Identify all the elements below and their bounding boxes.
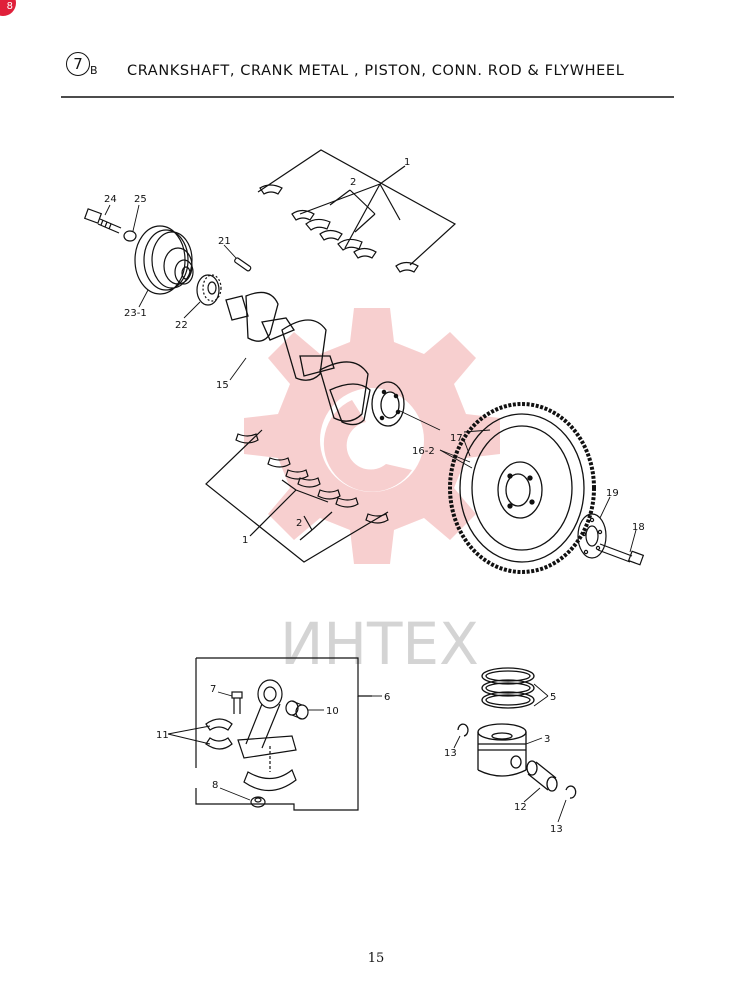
callout-3: 3 [544,734,550,745]
pulley-bolt [83,208,122,234]
page-title: CRANKSHAFT, CRANK METAL , PISTON, CONN. … [127,63,625,79]
flywheel-plate [577,513,607,559]
piston-rings [481,667,535,709]
snap-ring-right [565,785,577,799]
callout-13-right: 13 [550,824,563,835]
callout-12: 12 [514,802,527,813]
crank-pulley [134,225,194,295]
crank-metal-upper-group [257,149,457,273]
callout-2-bottom: 2 [296,518,302,529]
pulley-washer [123,230,137,242]
callout-2-top: 2 [350,177,356,188]
callout-22: 22 [175,320,188,331]
watermark-text: ИНТЕХ [280,610,479,678]
callout-5: 5 [550,692,556,703]
callout-21: 21 [218,236,231,247]
callout-24: 24 [104,194,117,205]
snap-ring-left [457,723,469,737]
callout-23-1: 23-1 [124,308,147,319]
page-number: 15 [367,951,385,966]
callout-18: 18 [632,522,645,533]
crank-metal-lower-group [205,429,389,563]
callout-7: 7 [210,684,216,695]
callout-15: 15 [216,380,229,391]
callout-16-2: 16-2 [412,446,435,457]
crankshaft [225,291,405,427]
flywheel-bolt [597,543,645,566]
piston [477,723,527,777]
timing-gear [196,274,222,306]
callout-10: 10 [326,706,339,717]
connecting-rod-group [195,657,372,811]
callout-11: 11 [156,730,169,741]
callout-1-top: 1 [404,157,410,168]
callout-6: 6 [384,692,390,703]
section-number-circle: 7 [66,52,90,76]
callout-8: 8 [212,780,218,791]
callout-25: 25 [134,194,147,205]
callout-13-left: 13 [444,748,457,759]
piston-pin [526,760,558,792]
callout-1-bottom: 1 [242,535,248,546]
callout-19: 19 [606,488,619,499]
section-number-suffix: B [90,64,98,77]
flywheel [448,402,596,574]
callout-17: 17 [450,433,463,444]
corner-badge: 8 [0,0,16,16]
key [234,257,252,272]
